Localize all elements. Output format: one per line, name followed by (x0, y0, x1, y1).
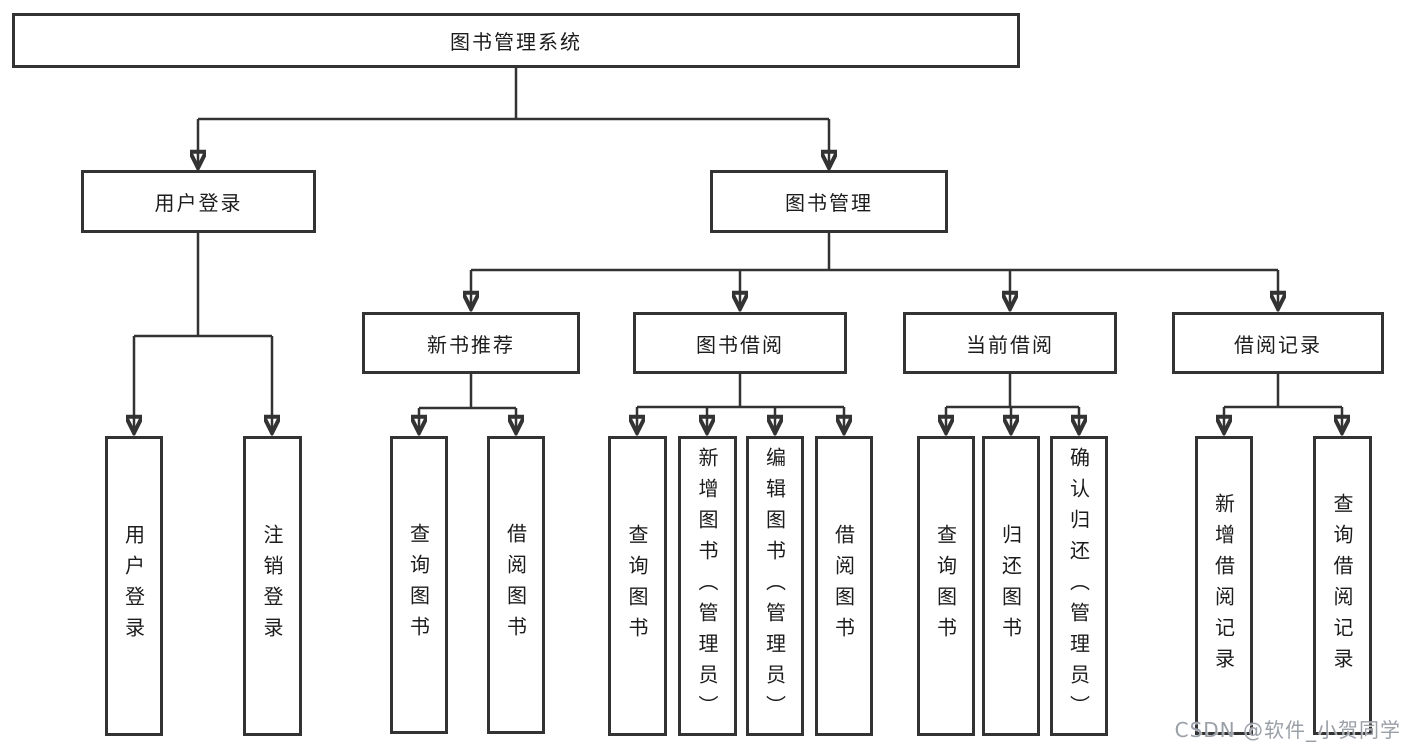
node-br-query-record-label: 查询借阅记录 (1330, 492, 1354, 679)
node-book-borrow: 图书借阅 (633, 312, 847, 374)
node-bb-query-book: 查询图书 (608, 436, 667, 736)
node-bb-add-book: 新增图书（管理员） (678, 436, 737, 736)
node-user-login-label: 用户登录 (154, 191, 243, 215)
node-user-login: 用户登录 (81, 170, 316, 233)
node-bb-edit-book: 编辑图书（管理员） (746, 436, 804, 736)
node-book-mgmt-label: 图书管理 (785, 191, 873, 215)
node-bb-borrow-book-label: 借阅图书 (831, 524, 856, 648)
node-rec-borrow-book: 借阅图书 (487, 436, 545, 734)
node-root: 图书管理系统 (12, 13, 1020, 68)
node-new-book-rec-label: 新书推荐 (427, 332, 515, 357)
node-br-query-record: 查询借阅记录 (1313, 436, 1372, 735)
connector-user-login-to-leaves (134, 233, 272, 433)
node-bb-add-book-label: 新增图书（管理员） (695, 446, 719, 726)
connector-new-book-rec-to-leaves (419, 374, 516, 433)
node-cb-confirm-return-label: 确认归还（管理员） (1066, 446, 1091, 726)
node-cb-confirm-return: 确认归还（管理员） (1050, 436, 1108, 736)
connector-borrow-record-to-leaves (1224, 374, 1342, 433)
node-cb-query-book: 查询图书 (917, 436, 975, 736)
node-rec-borrow-book-label: 借阅图书 (503, 523, 528, 647)
node-borrow-record-label: 借阅记录 (1234, 332, 1322, 357)
node-leaf-user-login: 用户登录 (105, 436, 163, 736)
node-rec-query-book-label: 查询图书 (406, 523, 431, 647)
node-br-add-record: 新增借阅记录 (1195, 436, 1253, 735)
node-borrow-record: 借阅记录 (1172, 312, 1384, 374)
connector-book-mgmt-to-level3 (471, 233, 1278, 309)
node-book-borrow-label: 图书借阅 (696, 332, 784, 357)
connector-book-borrow-to-leaves (637, 374, 844, 433)
connector-current-borrow-to-leaves (946, 374, 1079, 433)
node-leaf-logout-label: 注销登录 (260, 524, 284, 648)
node-br-add-record-label: 新增借阅记录 (1211, 492, 1236, 679)
node-current-borrow-label: 当前借阅 (966, 332, 1054, 357)
watermark: CSDN @软件_小贺同学 (1174, 718, 1401, 742)
node-cb-return-book: 归还图书 (982, 436, 1040, 736)
node-bb-borrow-book: 借阅图书 (815, 436, 873, 736)
node-bb-edit-book-label: 编辑图书（管理员） (762, 446, 787, 726)
node-bb-query-book-label: 查询图书 (625, 524, 649, 648)
node-book-mgmt: 图书管理 (710, 170, 948, 233)
node-rec-query-book: 查询图书 (390, 436, 448, 734)
node-current-borrow: 当前借阅 (903, 312, 1117, 374)
connector-root-to-level2 (198, 68, 829, 168)
node-root-label: 图书管理系统 (450, 30, 582, 54)
node-leaf-user-login-label: 用户登录 (121, 524, 146, 648)
node-new-book-rec: 新书推荐 (362, 312, 580, 374)
node-cb-query-book-label: 查询图书 (933, 524, 958, 648)
node-leaf-logout: 注销登录 (243, 436, 302, 736)
node-cb-return-book-label: 归还图书 (998, 524, 1023, 648)
